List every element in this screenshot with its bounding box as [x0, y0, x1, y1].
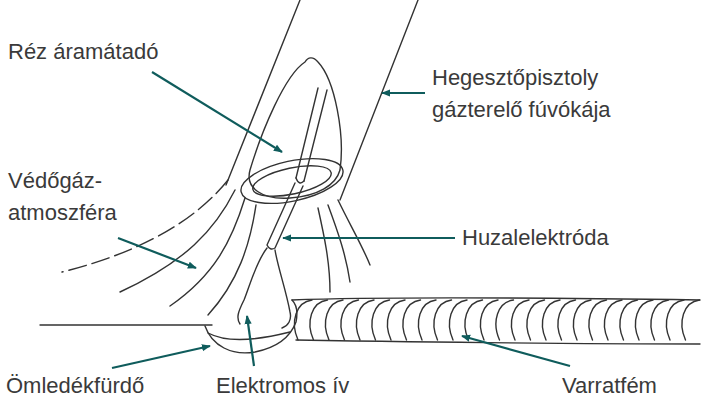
bead-ripple	[403, 300, 421, 340]
gas-stream	[328, 205, 350, 282]
weld-bead	[292, 298, 700, 344]
leader-line	[247, 316, 254, 366]
leader-line	[112, 346, 210, 368]
contact-tube	[296, 178, 304, 183]
bead-ripple	[620, 300, 638, 340]
part-label: Elektromos ív	[216, 370, 349, 402]
bead-ripple	[542, 300, 560, 340]
part-label: Ömledékfürdő	[6, 370, 144, 402]
bead-ripple	[356, 300, 374, 340]
bead-ripple	[558, 300, 576, 340]
contact-ring	[237, 151, 347, 212]
bead-ripple	[449, 300, 467, 340]
bead-bottom	[296, 340, 700, 344]
nozzle-wall	[340, 0, 418, 200]
leader-line	[283, 237, 455, 239]
leader-line	[382, 92, 425, 94]
bead-ripple	[294, 300, 312, 340]
leader-line	[118, 238, 196, 268]
bead-ripple	[666, 300, 684, 340]
part-label: Huzalelektróda	[462, 222, 609, 254]
part-label: Réz áramátadó	[8, 36, 158, 68]
bead-ripple	[573, 300, 591, 340]
gas-stream	[338, 200, 370, 265]
bead-ripple	[325, 300, 343, 340]
gas-stream	[318, 208, 330, 292]
workpiece-surface	[40, 324, 212, 325]
bead-top	[292, 298, 700, 300]
leader-line	[152, 72, 282, 152]
bead-ripple	[635, 300, 653, 340]
part-label: Hegesztőpisztoly gázterelő fúvókája	[432, 62, 682, 126]
gas-stream	[170, 198, 245, 306]
bead-ripple	[434, 300, 452, 340]
electric-arc	[238, 248, 291, 328]
bead-ripple	[341, 300, 359, 340]
bead-ripple	[682, 300, 700, 340]
bead-ripple	[511, 300, 529, 340]
part-label: Varratfém	[562, 370, 657, 402]
bead-ripple	[480, 300, 498, 340]
contact-ring	[250, 160, 334, 202]
bead-ripple	[465, 300, 483, 340]
bead-ripple	[589, 300, 607, 340]
bead-ripple	[496, 300, 514, 340]
bead-ripple	[387, 300, 405, 340]
part-label: Védőgáz- atmoszféra	[8, 165, 138, 229]
gas-stream	[62, 180, 228, 272]
nozzle-wall	[226, 0, 300, 185]
bead-ripple	[310, 300, 328, 340]
gas-stream	[120, 190, 235, 292]
bead-ripple	[604, 300, 622, 340]
bead-ripple	[651, 300, 669, 340]
gas-stream	[208, 205, 256, 315]
contact-tube	[296, 88, 327, 181]
bead-ripple	[372, 300, 390, 340]
leader-line	[462, 336, 570, 366]
bead-ripple	[527, 300, 545, 340]
bead-ripple	[418, 300, 436, 340]
